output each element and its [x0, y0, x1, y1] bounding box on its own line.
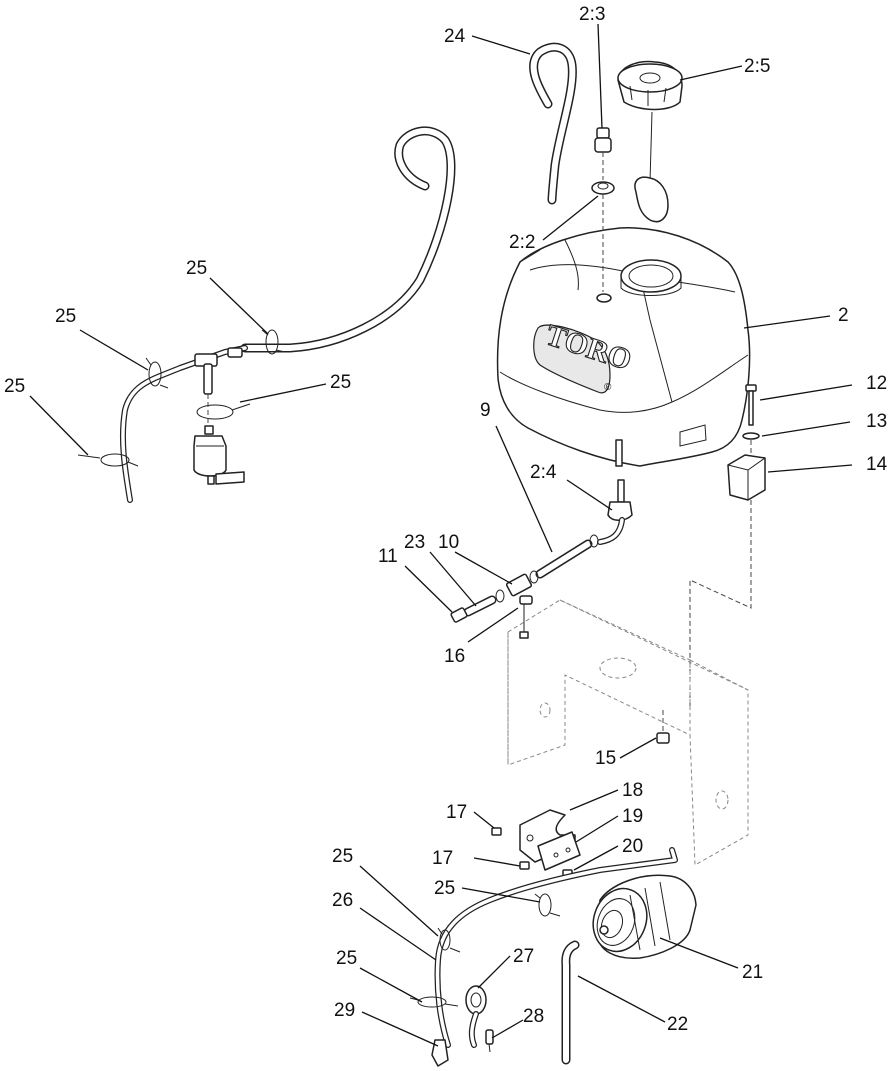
plate-19	[537, 831, 581, 871]
callout-24: 24	[444, 26, 466, 47]
callout-17-a: 17	[446, 802, 467, 823]
carbon-canister	[592, 874, 697, 959]
callout-25-d: 25	[4, 376, 25, 397]
screw-16	[519, 604, 529, 639]
callout-2-3: 2:3	[579, 4, 605, 25]
fuel-cap	[617, 60, 683, 223]
callout-22: 22	[667, 1014, 688, 1035]
callout-9: 9	[480, 400, 491, 421]
shutoff-valve	[495, 573, 533, 605]
grommet	[591, 181, 615, 292]
callout-26: 26	[332, 890, 353, 911]
callout-27: 27	[513, 946, 534, 967]
vapor-hose-26	[409, 847, 678, 1048]
callout-2-2: 2:2	[509, 232, 535, 253]
callout-23: 23	[404, 532, 425, 553]
callout-29: 29	[334, 1000, 355, 1021]
callout-11: 11	[378, 546, 398, 567]
callout-17-b: 17	[432, 848, 453, 869]
nut-17-upper	[491, 827, 502, 836]
callout-18: 18	[622, 780, 643, 801]
callout-25-c: 25	[330, 372, 351, 393]
vent-fitting	[594, 127, 612, 180]
inline-fuel-filter	[193, 394, 251, 485]
tank-mount-14	[727, 440, 766, 501]
callout-2-5: 2:5	[744, 56, 770, 77]
callout-16: 16	[444, 646, 465, 667]
elbow-29	[431, 1039, 449, 1067]
vent-hose	[529, 42, 577, 205]
callout-25-f: 25	[434, 878, 455, 899]
leader-lines	[29, 23, 853, 1047]
callout-14: 14	[866, 454, 888, 475]
bolt-12	[745, 384, 757, 426]
mounting-bracket-phantom	[507, 599, 749, 866]
fuel-tank: TORO ®	[496, 227, 751, 467]
tank-brand-registered-mark: ®	[604, 382, 612, 393]
tank-outlet-fitting	[597, 479, 633, 545]
callout-10: 10	[438, 532, 459, 553]
rollover-valve-27	[465, 985, 487, 1048]
callout-12: 12	[866, 373, 887, 394]
callout-2-4: 2:4	[530, 462, 557, 483]
callout-19: 19	[622, 806, 643, 827]
washer-13	[742, 432, 760, 440]
callout-25-g: 25	[336, 948, 357, 969]
upper-fuel-line	[77, 126, 456, 503]
callout-13: 13	[866, 411, 887, 432]
callout-25-e: 25	[332, 846, 353, 867]
fuel-hose-9	[529, 534, 599, 584]
callout-21: 21	[742, 962, 763, 983]
alignment-line	[689, 500, 752, 710]
nut-15	[656, 710, 670, 744]
nut-17-lower	[519, 861, 530, 870]
callout-labels: 2:3 24 2:5 2:2 25 2 25 25 25 12 13 14 2:…	[4, 4, 888, 1035]
callout-15: 15	[595, 748, 616, 769]
hose-22	[561, 940, 580, 1065]
callout-28: 28	[523, 1006, 544, 1027]
callout-25-b: 25	[55, 306, 76, 327]
callout-2: 2	[838, 305, 849, 326]
fitting-28	[485, 1029, 494, 1053]
fuel-hose-23	[450, 595, 497, 623]
callout-25-a: 25	[186, 258, 207, 279]
callout-20: 20	[622, 836, 643, 857]
